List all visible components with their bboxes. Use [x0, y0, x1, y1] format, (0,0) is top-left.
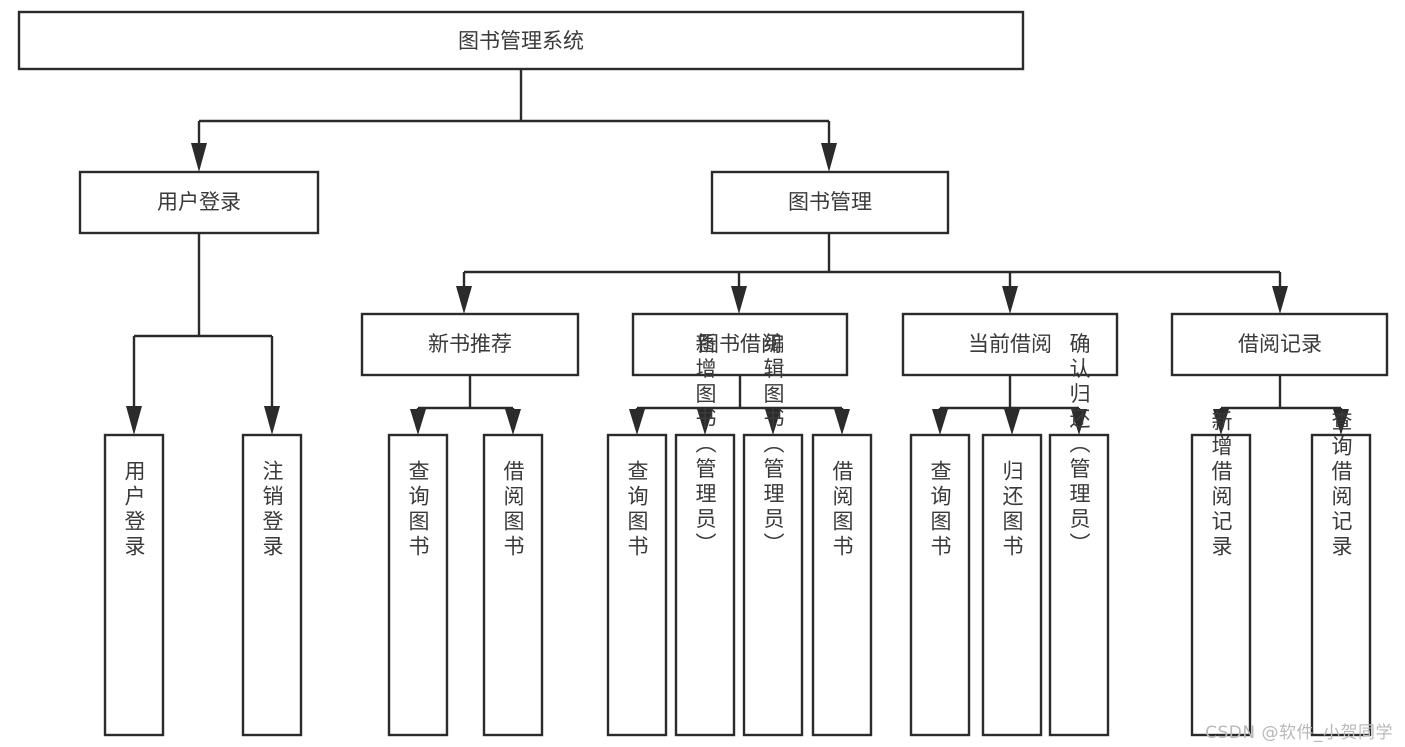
node-user-login-label: 用户登录 [157, 190, 241, 214]
node-leaf-user-login-label: 用户登录 [122, 460, 146, 560]
node-leaf-confirm-return-label: 确认归还（管理员） [1067, 333, 1091, 558]
arrow-bookmgmt-to-borrow [731, 286, 747, 314]
node-leaf-query-book-c[interactable]: 查询图书 [909, 433, 971, 737]
node-leaf-borrow-book-b-box[interactable] [811, 433, 873, 737]
arrow-newbooks-to-leaf3 [505, 409, 521, 435]
node-leaf-user-login-box[interactable] [103, 433, 165, 737]
node-leaf-borrow-book-b-label: 借阅图书 [830, 460, 854, 560]
node-leaf-add-book-label: 新增图书（管理员） [693, 333, 717, 558]
node-user-login-box[interactable] [78, 170, 320, 235]
arrow-root-to-book-mgmt [821, 143, 837, 172]
node-leaf-logout-label: 注销登录 [260, 460, 284, 560]
node-current-borrow-box[interactable] [901, 312, 1119, 377]
edge-group-borrow [629, 376, 850, 435]
arrow-current-to-leaf8 [932, 409, 948, 435]
node-leaf-query-book-c-box[interactable] [909, 433, 971, 737]
node-book-borrow-box[interactable] [631, 312, 849, 377]
node-leaf-query-book-a-box[interactable] [387, 433, 449, 737]
node-leaf-return-book[interactable]: 归还图书 [981, 433, 1043, 737]
node-leaf-query-book-b-box[interactable] [606, 433, 668, 737]
node-leaf-edit-book[interactable]: 编辑图书（管理员） [742, 333, 804, 737]
node-leaf-add-book[interactable]: 新增图书（管理员） [674, 333, 736, 737]
node-leaf-query-book-a-label: 查询图书 [406, 460, 430, 560]
arrow-current-to-leaf9 [1004, 409, 1020, 435]
node-leaf-add-record-label: 新增借阅记录 [1209, 410, 1233, 560]
node-leaf-query-book-b-label: 查询图书 [625, 460, 649, 560]
node-leaf-query-book-c-label: 查询图书 [928, 460, 952, 560]
node-book-borrow[interactable]: 图书借阅 [631, 312, 849, 377]
node-new-book-recommend-box[interactable] [360, 312, 580, 377]
node-leaf-borrow-book-a-label: 借阅图书 [501, 460, 525, 560]
arrow-userlogin-to-leaf0 [126, 406, 142, 435]
node-borrow-records-label: 借阅记录 [1238, 332, 1322, 356]
arrow-current-to-leaf10 [1071, 409, 1087, 435]
node-new-book-recommend-label: 新书推荐 [428, 332, 512, 356]
node-leaf-logout[interactable]: 注销登录 [241, 433, 303, 737]
arrow-borrow-to-leaf6 [765, 409, 781, 435]
node-leaf-query-book-b[interactable]: 查询图书 [606, 433, 668, 737]
node-leaf-edit-book-label: 编辑图书（管理员） [761, 333, 785, 558]
node-leaf-add-record-box[interactable] [1190, 433, 1252, 737]
node-current-borrow[interactable]: 当前借阅 [901, 312, 1119, 377]
edge-group-new-books [410, 376, 521, 435]
edge-group-current [932, 376, 1087, 435]
node-leaf-return-book-label: 归还图书 [1000, 460, 1024, 560]
node-current-borrow-label: 当前借阅 [968, 332, 1052, 356]
node-leaf-borrow-book-a-box[interactable] [482, 433, 544, 737]
node-leaf-confirm-return[interactable]: 确认归还（管理员） [1048, 333, 1110, 737]
node-leaf-logout-box[interactable] [241, 433, 303, 737]
arrow-records-to-leaf12 [1333, 409, 1349, 435]
node-leaf-borrow-book-a[interactable]: 借阅图书 [482, 433, 544, 737]
edge-group-book-mgmt [456, 233, 1288, 314]
node-root-label: 图书管理系统 [458, 29, 584, 53]
node-leaf-borrow-book-b[interactable]: 借阅图书 [811, 433, 873, 737]
node-book-management-box[interactable] [710, 170, 950, 235]
arrow-newbooks-to-leaf2 [410, 409, 426, 435]
node-leaf-confirm-return-box[interactable] [1048, 433, 1110, 737]
node-root-box[interactable] [17, 10, 1025, 71]
node-user-login[interactable]: 用户登录 [78, 170, 320, 235]
arrow-userlogin-to-leaf1 [264, 406, 280, 435]
arrow-records-to-leaf11 [1213, 409, 1229, 435]
node-new-book-recommend[interactable]: 新书推荐 [360, 312, 580, 377]
arrow-root-to-user-login [191, 143, 207, 172]
node-leaf-add-book-box[interactable] [674, 433, 736, 737]
node-leaf-return-book-box[interactable] [981, 433, 1043, 737]
node-borrow-records-box[interactable] [1170, 312, 1389, 377]
arrow-borrow-to-leaf7 [834, 409, 850, 435]
node-leaf-add-record[interactable]: 新增借阅记录 [1190, 410, 1252, 737]
node-leaf-edit-book-box[interactable] [742, 433, 804, 737]
node-leaf-query-record[interactable]: 查询借阅记录 [1310, 410, 1372, 737]
node-leaf-user-login[interactable]: 用户登录 [103, 433, 165, 737]
arrow-bookmgmt-to-current [1002, 286, 1018, 314]
node-borrow-records[interactable]: 借阅记录 [1170, 312, 1389, 377]
arrow-bookmgmt-to-records [1272, 286, 1288, 314]
node-leaf-query-record-label: 查询借阅记录 [1329, 410, 1353, 560]
node-book-management[interactable]: 图书管理 [710, 170, 950, 235]
arrow-bookmgmt-to-new-books [456, 286, 472, 314]
node-book-management-label: 图书管理 [788, 190, 872, 214]
edge-group-records [1213, 376, 1349, 435]
node-root[interactable]: 图书管理系统 [17, 10, 1025, 71]
arrow-borrow-to-leaf5 [697, 409, 713, 435]
arrow-borrow-to-leaf4 [629, 409, 645, 435]
edge-group-user-login [126, 233, 280, 435]
edge-group-root [191, 69, 837, 172]
node-leaf-query-record-box[interactable] [1310, 433, 1372, 737]
node-book-borrow-label: 图书借阅 [698, 332, 782, 356]
node-leaf-query-book-a[interactable]: 查询图书 [387, 433, 449, 737]
